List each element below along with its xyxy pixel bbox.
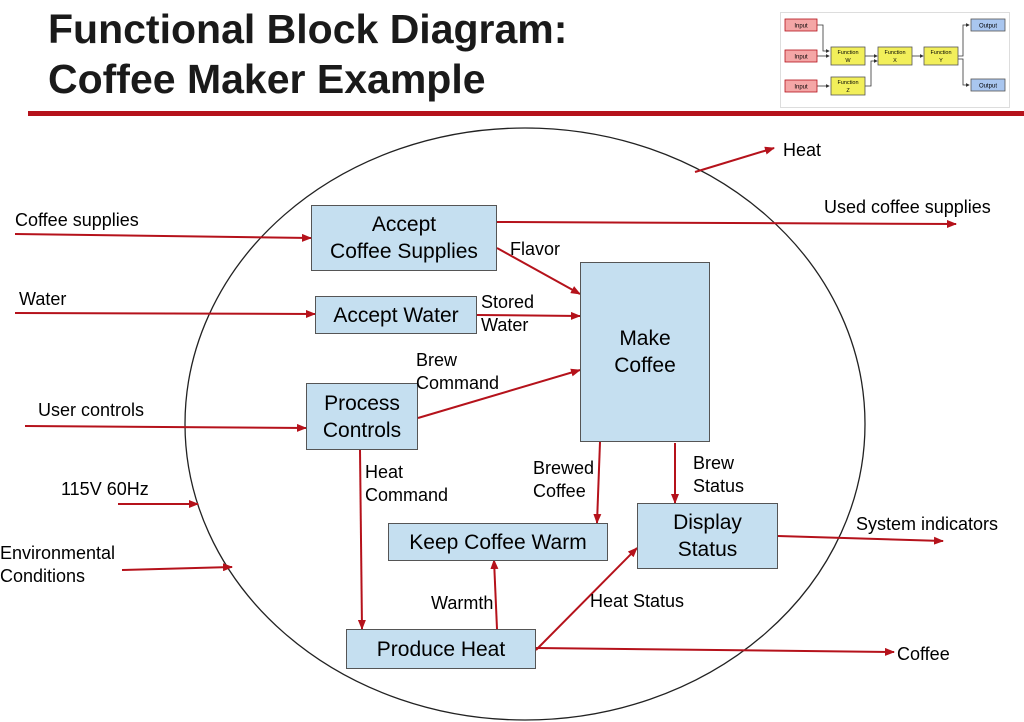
arrow-stored-water: [476, 311, 581, 320]
arrow-heat-out: [694, 146, 775, 173]
thumbnail-svg: Input Input Input Function W Function X …: [784, 18, 1006, 96]
block-produce-heat: Produce Heat: [346, 629, 536, 669]
arrow-warmth: [490, 559, 499, 630]
label-flavor: Flavor: [510, 239, 561, 259]
thumb-outputs: Output Output: [970, 18, 1006, 92]
thumb-function-x-top: Function: [884, 50, 905, 56]
arrow-used-supplies: [496, 219, 957, 228]
arrow-brew-command: [417, 368, 581, 419]
arrow-coffee-out: [535, 647, 895, 656]
arrow-heat-status: [535, 547, 638, 651]
title-divider: [28, 111, 1024, 116]
thumb-output-1: Output: [979, 24, 997, 30]
label-heat-command: Heat Command: [365, 462, 449, 505]
title-line-2: Coffee Maker Example: [48, 56, 486, 102]
thumb-input-2: Input: [794, 55, 808, 61]
arrow-system-indicators: [777, 535, 944, 545]
thumb-functions: Function W Function X Function Y Functio…: [830, 46, 959, 96]
block-accept-coffee-supplies: Accept Coffee Supplies: [311, 205, 497, 271]
thumb-function-y-top: Function: [930, 50, 951, 56]
thumb-output-2: Output: [979, 84, 997, 90]
arrow-water-in: [14, 309, 316, 318]
label-water: Water: [19, 289, 67, 309]
label-user-controls: User controls: [38, 400, 145, 420]
thumbnail-diagram: Input Input Input Function W Function X …: [780, 12, 1010, 108]
label-power: 115V 60Hz: [61, 479, 149, 499]
label-brew-command: Brew Command: [416, 350, 500, 393]
arrow-user-controls-in: [24, 423, 307, 432]
label-heat-status: Heat Status: [590, 591, 685, 611]
block-keep-coffee-warm: Keep Coffee Warm: [388, 523, 608, 561]
arrow-coffee-supplies-in: [14, 233, 312, 242]
label-coffee-supplies: Coffee supplies: [15, 210, 139, 230]
thumb-function-w-top: Function: [837, 50, 858, 56]
label-brewed-coffee: Brewed Coffee: [533, 458, 595, 501]
thumb-input-3: Input: [794, 85, 808, 91]
title-line-1: Functional Block Diagram:: [48, 6, 568, 52]
thumb-function-x-bottom: X: [893, 58, 897, 64]
label-system-indicators: System indicators: [856, 514, 999, 534]
label-brew-status: Brew Status: [693, 453, 745, 496]
label-environmental-conditions: Environmental Conditions: [0, 543, 116, 586]
block-accept-water: Accept Water: [315, 296, 477, 334]
arrow-heat-command: [357, 449, 366, 630]
label-coffee: Coffee: [897, 644, 950, 664]
page-title: Functional Block Diagram:Coffee Maker Ex…: [48, 4, 567, 104]
block-process-controls: Process Controls: [306, 383, 418, 450]
label-heat: Heat: [783, 140, 822, 160]
thumb-inputs: Input Input Input: [784, 18, 818, 93]
thumb-function-y-bottom: Y: [939, 58, 943, 64]
system-boundary: [184, 127, 866, 721]
thumb-function-z-bottom: Z: [846, 88, 850, 94]
arrow-flavor: [496, 247, 581, 295]
arrow-environment-in: [121, 563, 233, 572]
label-warmth: Warmth: [431, 593, 494, 613]
arrow-brewed-coffee: [593, 441, 602, 524]
thumb-function-w-bottom: W: [845, 58, 851, 64]
thumb-function-z-top: Function: [837, 80, 858, 86]
label-used-coffee-supplies: Used coffee supplies: [824, 197, 991, 217]
block-make-coffee: Make Coffee: [580, 262, 710, 442]
block-display-status: Display Status: [637, 503, 778, 569]
thumb-input-1: Input: [794, 24, 808, 30]
label-stored-water: Stored Water: [481, 292, 535, 335]
